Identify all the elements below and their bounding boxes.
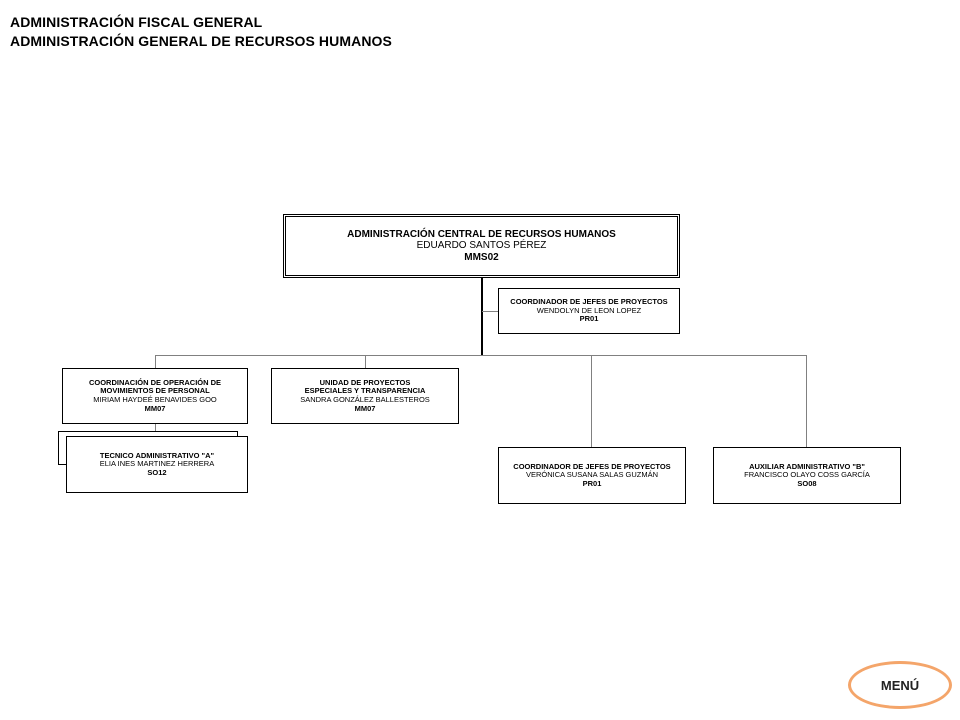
header-title-line2: ADMINISTRACIÓN GENERAL DE RECURSOS HUMAN… xyxy=(10,33,392,49)
org-box-assistant-code: PR01 xyxy=(579,314,599,324)
org-box-unit-2-name: SANDRA GONZÁLEZ BALLESTEROS xyxy=(300,395,430,404)
org-box-root: ADMINISTRACIÓN CENTRAL DE RECURSOS HUMAN… xyxy=(283,214,680,278)
org-box-unit-2: UNIDAD DE PROYECTOS ESPECIALES Y TRANSPA… xyxy=(271,368,459,424)
menu-button[interactable]: MENÚ xyxy=(848,661,952,709)
org-box-unit-1-code: MM07 xyxy=(144,403,166,413)
org-box-unit-3-name: VERÓNICA SUSANA SALAS GUZMÁN xyxy=(525,470,659,480)
org-box-unit-2-title-1: UNIDAD DE PROYECTOS xyxy=(319,377,411,387)
org-box-assistant: COORDINADOR DE JEFES DE PROYECTOS WENDOL… xyxy=(498,288,680,334)
org-box-unit-1: COORDINACIÓN DE OPERACIÓN DE MOVIMIENTOS… xyxy=(62,368,248,424)
connector-root-trunk xyxy=(481,278,483,356)
org-box-unit-2-title-2: ESPECIALES Y TRANSPARENCIA xyxy=(304,386,426,396)
org-box-sub-unit-name: ELIA INES MARTINEZ HERRERA xyxy=(99,459,215,469)
connector-sub-unit xyxy=(155,423,156,437)
org-box-unit-1-title-1: COORDINACIÓN DE OPERACIÓN DE xyxy=(88,377,222,387)
org-box-assistant-title: COORDINADOR DE JEFES DE PROYECTOS xyxy=(510,297,668,307)
org-box-unit-2-code: MM07 xyxy=(354,403,376,413)
header-title-line1: ADMINISTRACIÓN FISCAL GENERAL xyxy=(10,14,263,30)
org-box-unit-3: COORDINADOR DE JEFES DE PROYECTOS VERÓNI… xyxy=(498,447,686,504)
org-box-unit-3-code: PR01 xyxy=(582,478,602,488)
org-box-unit-4-code: SO08 xyxy=(797,478,817,488)
connector-horizontal-bus xyxy=(155,355,807,356)
connector-assistant xyxy=(482,311,499,312)
org-box-root-title: ADMINISTRACIÓN CENTRAL DE RECURSOS HUMAN… xyxy=(347,228,616,240)
org-box-unit-1-title-2: MOVIMIENTOS DE PERSONAL xyxy=(100,386,210,396)
connector-unit-1 xyxy=(155,355,156,369)
org-box-sub-unit: TECNICO ADMINISTRATIVO "A" ELIA INES MAR… xyxy=(66,436,248,493)
org-box-assistant-name: WENDOLYN DE LEON LOPEZ xyxy=(536,305,642,315)
org-box-root-name: EDUARDO SANTOS PÉREZ xyxy=(416,240,547,252)
org-box-sub-unit-code: SO12 xyxy=(147,467,167,477)
org-box-root-code: MMS02 xyxy=(464,251,499,263)
org-box-unit-1-name: MIRIAM HAYDEÉ BENAVIDES GOO xyxy=(93,395,217,404)
org-box-sub-unit-title: TECNICO ADMINISTRATIVO "A" xyxy=(99,450,215,460)
connector-unit-3 xyxy=(591,355,592,447)
connector-unit-4 xyxy=(806,355,807,447)
org-box-unit-4-name: FRANCISCO OLAYO COSS GARCÍA xyxy=(744,470,870,480)
connector-unit-2 xyxy=(365,355,366,369)
org-box-unit-3-title: COORDINADOR DE JEFES DE PROYECTOS xyxy=(513,461,671,471)
org-box-unit-4: AUXILIAR ADMINISTRATIVO "B" FRANCISCO OL… xyxy=(713,447,901,504)
org-box-unit-4-title: AUXILIAR ADMINISTRATIVO "B" xyxy=(749,461,865,471)
